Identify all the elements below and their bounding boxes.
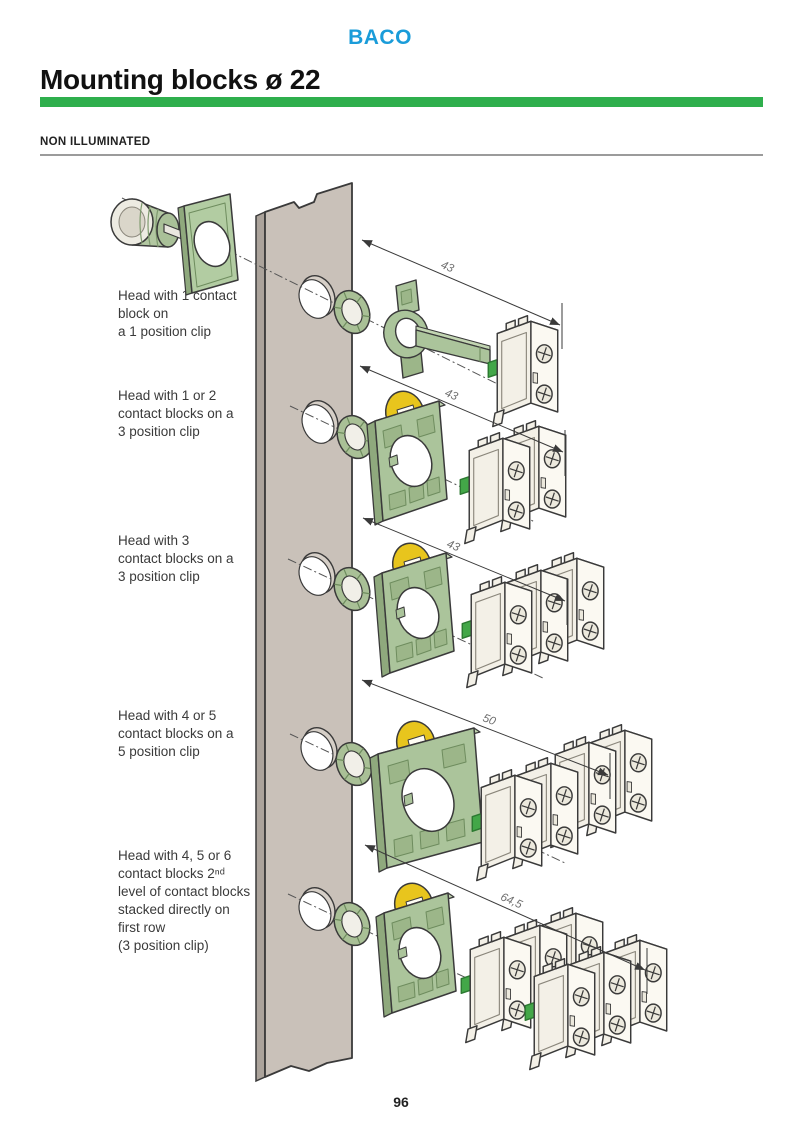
clip-3-position: [375, 878, 457, 1018]
dimension-line: [362, 517, 566, 602]
dimension-line: [361, 239, 561, 326]
row-label-2: Head with 1 or 2 contact blocks on a 3 p…: [118, 388, 234, 440]
contact-block: [487, 314, 559, 428]
clip-1-position: [376, 279, 491, 379]
dimension-line: [361, 679, 609, 776]
contact-block: [459, 431, 531, 545]
title-divider: [40, 97, 763, 107]
contact-block: [524, 957, 596, 1071]
center-axis: [121, 197, 541, 406]
section-header: NON ILLUMINATED: [40, 136, 151, 148]
row-label-3: Head with 3 contact blocks on a 3 positi…: [118, 533, 234, 585]
page-title: Mounting blocks ø 22: [40, 64, 321, 95]
dimension-label-row-1: 43: [439, 259, 456, 275]
dimension-line: [359, 365, 564, 453]
page-number: 96: [393, 1094, 409, 1110]
contact-block: [460, 930, 532, 1044]
dimension-line: [364, 844, 646, 971]
section-divider: [40, 154, 763, 156]
dimension-label-row-4: 50: [481, 712, 498, 728]
row-label-4: Head with 4 or 5 contact blocks on a 5 p…: [118, 708, 234, 760]
dimension-label-row-5: 64,5: [499, 891, 525, 911]
row-label-5: Head with 4, 5 or 6 contact blocks 2ⁿᵈ l…: [118, 848, 251, 954]
clip-3-position: [366, 386, 448, 526]
pushbutton-head: [110, 198, 183, 248]
contact-block: [471, 768, 543, 882]
dimension-label-row-3: 43: [445, 538, 462, 554]
dimension-lines: [359, 239, 648, 994]
clip-3-position: [373, 538, 455, 678]
legend-plate: [177, 193, 239, 296]
row-label-1: Head with 1 contact block on a 1 positio…: [118, 288, 237, 340]
clip-5-position: [369, 716, 484, 873]
dimension-label-row-2: 43: [443, 387, 460, 403]
brand-logo: BACO: [348, 26, 412, 49]
contact-block: [461, 575, 533, 689]
